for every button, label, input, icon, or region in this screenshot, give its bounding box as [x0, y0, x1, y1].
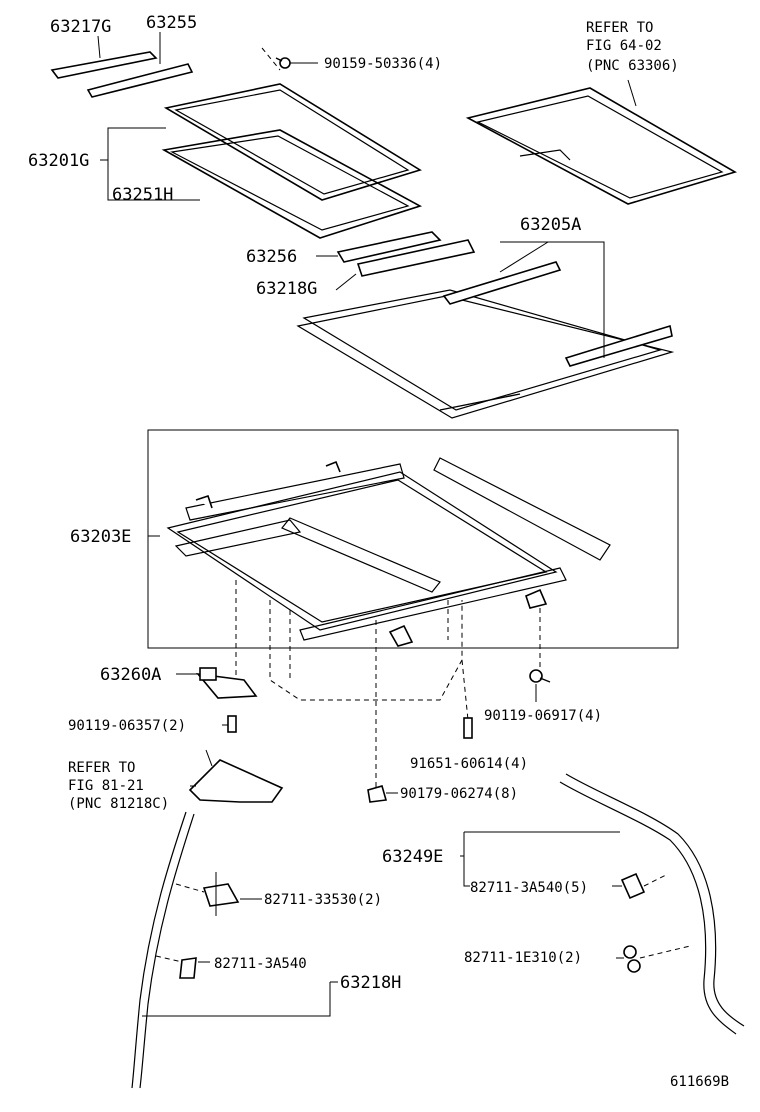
label-90119-b: 90119-06917(4) — [484, 708, 602, 724]
label-63255: 63255 — [146, 13, 197, 33]
label-90159: 90159-50336(4) — [324, 56, 442, 72]
label-ref2-a: REFER TO — [68, 760, 135, 776]
label-ref1-c: (PNC 63306) — [586, 58, 679, 74]
drain-hose-63218H — [131, 811, 338, 1089]
clip-82711-33530 — [175, 872, 262, 916]
motor-63260A — [176, 667, 258, 699]
label-63201G: 63201G — [28, 151, 89, 171]
label-63218H: 63218H — [340, 973, 401, 993]
figure-id: 611669B — [670, 1074, 729, 1090]
clip-82711-1E310 — [616, 945, 691, 973]
label-ref1-a: REFER TO — [586, 20, 653, 36]
label-63205A: 63205A — [520, 215, 581, 235]
drain-hose-63249E — [460, 773, 745, 1035]
nut-90179 — [367, 785, 398, 803]
label-90179: 90179-06274(8) — [400, 786, 518, 802]
part-63217G-63255 — [50, 32, 194, 98]
glass-panel-63201G — [100, 83, 423, 239]
label-63217G: 63217G — [50, 17, 111, 37]
bracket-81218C — [188, 749, 284, 803]
clip-82711-3A540-right — [612, 872, 669, 900]
bolt-91651 — [463, 717, 473, 739]
bolt-90159 — [261, 47, 318, 71]
label-63249E: 63249E — [382, 847, 443, 867]
label-63203E: 63203E — [70, 527, 131, 547]
label-91651: 91651-60614(4) — [410, 756, 528, 772]
frame-63205A — [296, 241, 675, 419]
bolt-90119-b — [529, 669, 551, 702]
sunshade-panel — [465, 79, 738, 205]
label-63218G: 63218G — [256, 279, 317, 299]
clip-82711-3A540-left — [155, 955, 210, 979]
label-82711-1E310: 82711-1E310(2) — [464, 950, 582, 966]
label-63260A: 63260A — [100, 665, 161, 685]
label-82711-33530: 82711-33530(2) — [264, 892, 382, 908]
label-ref2-b: FIG 81-21 — [68, 778, 144, 794]
label-ref2-c: (PNC 81218C) — [68, 796, 169, 812]
strip-63256-63218G — [316, 231, 476, 291]
housing-63203E — [147, 429, 679, 649]
label-90119-a: 90119-06357(2) — [68, 718, 186, 734]
bolt-90119-a — [222, 715, 237, 733]
label-63251H: 63251H — [112, 185, 173, 205]
label-82711-3A540: 82711-3A540 — [214, 956, 307, 972]
housing-leaders — [235, 580, 541, 790]
label-ref1-b: FIG 64-02 — [586, 38, 662, 54]
label-82711-3A540-5: 82711-3A540(5) — [470, 880, 588, 896]
label-63256: 63256 — [246, 247, 297, 267]
